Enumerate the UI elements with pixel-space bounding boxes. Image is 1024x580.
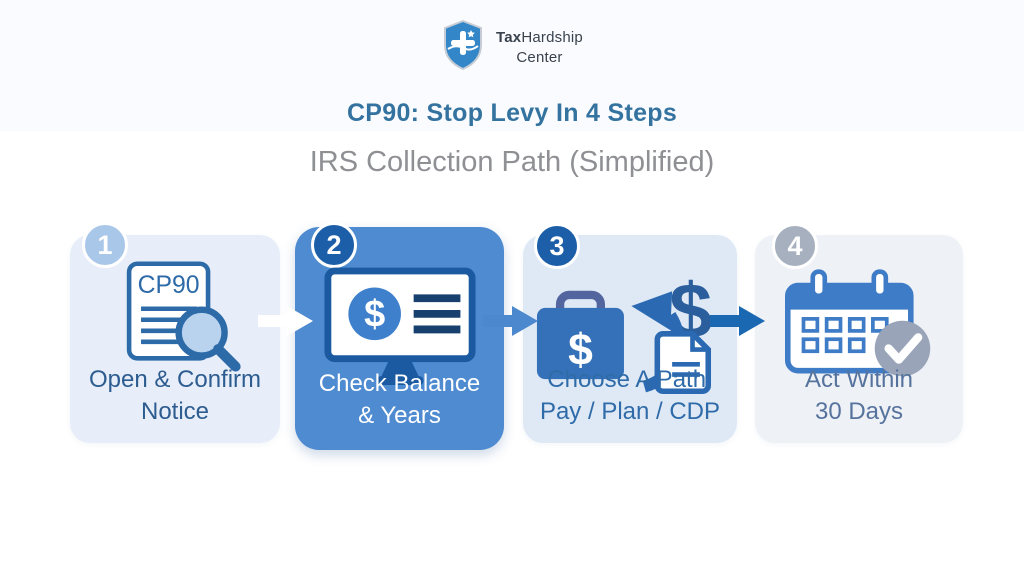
calendar-check-icon <box>755 267 963 380</box>
step-3-label-line1: Choose A Path: <box>547 366 713 394</box>
cp90-notice-magnifier-icon: CP90 <box>70 261 280 373</box>
arrow-right-icon-1 <box>258 306 313 336</box>
doc-label-text: CP90 <box>138 272 200 299</box>
step-1-label: Open & Confirm Notice <box>70 364 280 428</box>
step-4-badge: 4 <box>772 223 818 269</box>
diagram-title: IRS Collection Path (Simplified) <box>309 146 715 178</box>
arrow-right-icon-3 <box>710 306 765 336</box>
page-title: CP90: Stop Levy In 4 Steps <box>346 99 678 127</box>
step-4-label: Act Within 30 Days <box>755 364 963 428</box>
step-card-3: 3 $ $ Choose A Path: Pay / Plan / CDP <box>523 223 737 443</box>
header-band: TaxHardship Center CP90: Stop Levy In 4 … <box>0 0 1024 131</box>
arrow-right-icon-2 <box>483 306 538 336</box>
step-4-label-line1: Act Within <box>804 366 914 394</box>
step-4-label-line2: 30 Days <box>814 398 904 426</box>
screen-dollar-glyph: $ <box>364 294 385 336</box>
step-card-4: 4 Act Within <box>755 223 963 443</box>
step-3-badge: 3 <box>534 223 580 269</box>
step-3-label-line2: Pay / Plan / CDP <box>539 398 721 426</box>
shield-logo-icon <box>441 19 485 71</box>
step-2-label-line1: Check Balance <box>318 370 481 398</box>
step-card-1: 1 CP90 Open & Confirm Notice <box>70 222 280 443</box>
step-2-badge: 2 <box>311 222 357 268</box>
step-2-label-line2: & Years <box>358 402 441 430</box>
brand-name-line2: Center <box>516 48 563 66</box>
monitor-balance-icon: $ <box>295 267 504 388</box>
step-2-label: Check Balance & Years <box>295 368 504 432</box>
step-1-label-line2: Notice <box>140 398 210 426</box>
step-3-label: Choose A Path: Pay / Plan / CDP <box>523 364 737 428</box>
brand-name: TaxHardship Center <box>496 20 583 67</box>
brand-logo: TaxHardship Center <box>0 19 1024 71</box>
briefcase-dollar-glyph: $ <box>568 325 593 374</box>
brand-name-bold: Tax <box>496 29 522 46</box>
brand-name-line1: TaxHardship <box>496 28 583 48</box>
payment-options-icon: $ $ <box>523 269 737 394</box>
step-1-badge: 1 <box>82 222 128 268</box>
brand-name-rest: Hardship <box>521 29 583 46</box>
step-1-label-line1: Open & Confirm <box>88 366 262 394</box>
step-card-2: 2 $ Check Balance & Years <box>295 222 504 450</box>
